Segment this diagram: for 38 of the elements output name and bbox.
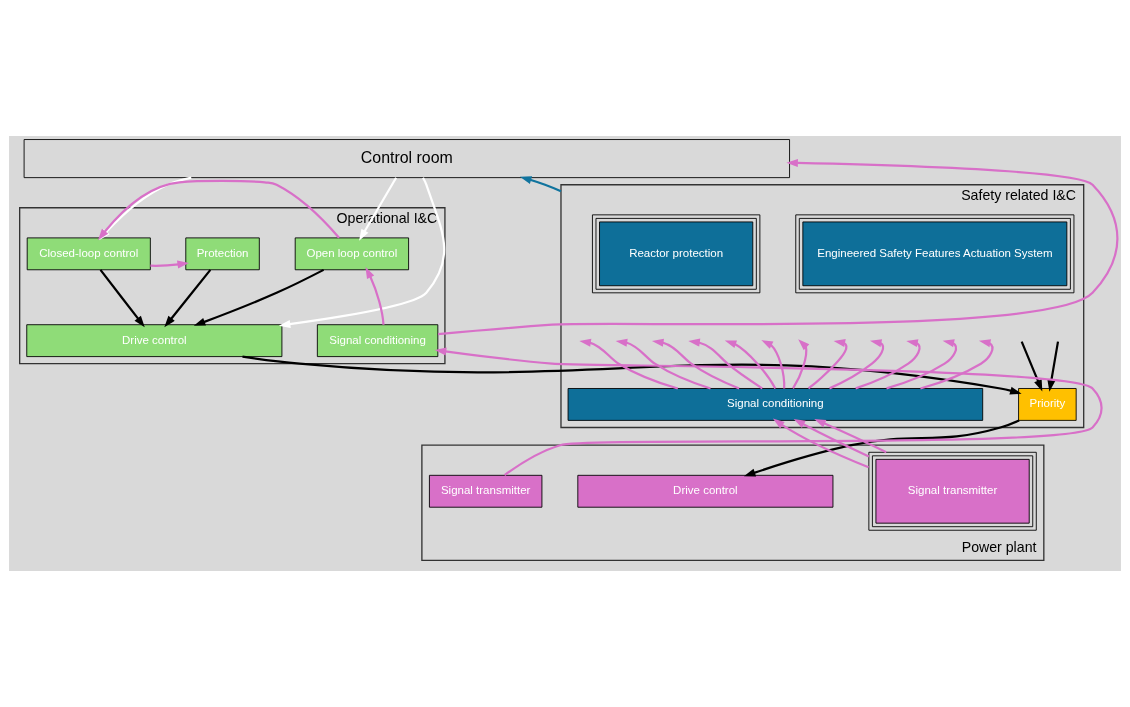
arrow xyxy=(829,339,885,390)
arrow xyxy=(193,268,325,326)
arrow xyxy=(920,339,994,390)
node-box: Priority xyxy=(1018,388,1077,421)
node-box: Protection xyxy=(185,237,260,271)
arrow xyxy=(761,340,786,389)
node-box: Drive control xyxy=(26,324,283,358)
node-box: Drive control xyxy=(577,474,834,508)
node-box: Open loop control xyxy=(294,237,410,271)
arrow xyxy=(579,338,679,390)
arrow xyxy=(855,339,921,390)
node-box: Signal transmitter xyxy=(428,474,543,508)
arrow xyxy=(438,158,1119,336)
arrow xyxy=(150,260,189,269)
node-box: Signal conditioning xyxy=(567,388,984,421)
arrow xyxy=(793,418,870,458)
arrow xyxy=(688,338,763,390)
arrow xyxy=(615,338,711,390)
arrow xyxy=(1020,341,1043,392)
arrow xyxy=(278,177,446,329)
arrow xyxy=(814,419,887,454)
arrow xyxy=(1047,341,1060,392)
arrow xyxy=(724,340,777,389)
arrow xyxy=(434,347,1102,477)
arrow xyxy=(886,339,958,390)
arrow xyxy=(359,177,398,241)
arrow xyxy=(792,339,810,389)
arrow xyxy=(807,339,848,390)
arrow xyxy=(99,269,145,328)
arrow xyxy=(772,418,869,469)
node-box: Signal conditioning xyxy=(316,324,439,358)
node-box: Closed-loop control xyxy=(26,237,151,271)
arrow xyxy=(652,338,740,390)
arrow xyxy=(519,176,562,193)
arrow xyxy=(743,419,1020,477)
arrow xyxy=(365,266,385,325)
node-box: Control room xyxy=(23,139,790,179)
arrow xyxy=(164,269,212,328)
